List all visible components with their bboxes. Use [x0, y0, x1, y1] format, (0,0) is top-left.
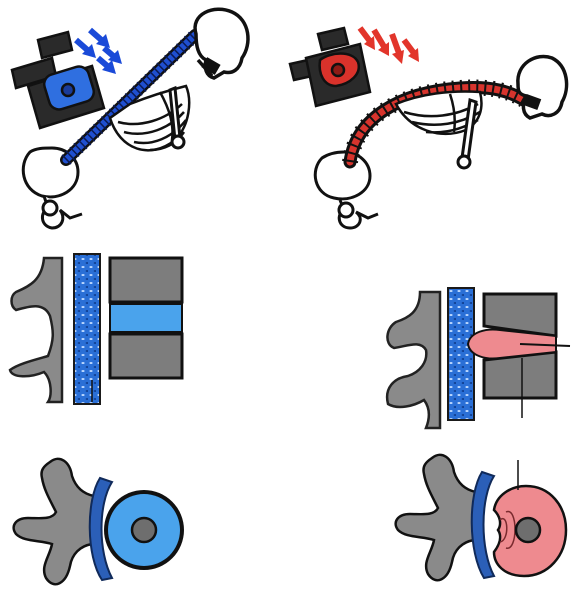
healthy-disc-icon — [110, 304, 182, 332]
spinous-process-icon — [10, 258, 62, 402]
skull-icon — [195, 9, 248, 78]
spinal-cord-arc-icon — [472, 472, 494, 578]
spinous-process-icon — [387, 292, 440, 428]
backpack-icon — [290, 28, 370, 106]
disc-top-icon — [104, 490, 184, 570]
herniated-disc-top-view — [396, 455, 566, 580]
vertebra-top-icon — [396, 455, 476, 580]
pressure-arrows-icon — [360, 28, 419, 64]
spinal-cord-icon — [448, 288, 474, 420]
healthy-disc-top-view — [14, 459, 184, 584]
spinal-cord-icon — [74, 254, 100, 404]
vertebra-top-icon — [14, 459, 94, 584]
herniated-disc-side-view — [387, 288, 570, 428]
herniated-disc-top-icon — [494, 486, 566, 576]
bent-posture-panel — [290, 28, 567, 228]
skull-icon — [518, 56, 567, 118]
healthy-posture-panel — [12, 9, 248, 228]
healthy-disc-side-view — [10, 254, 182, 404]
